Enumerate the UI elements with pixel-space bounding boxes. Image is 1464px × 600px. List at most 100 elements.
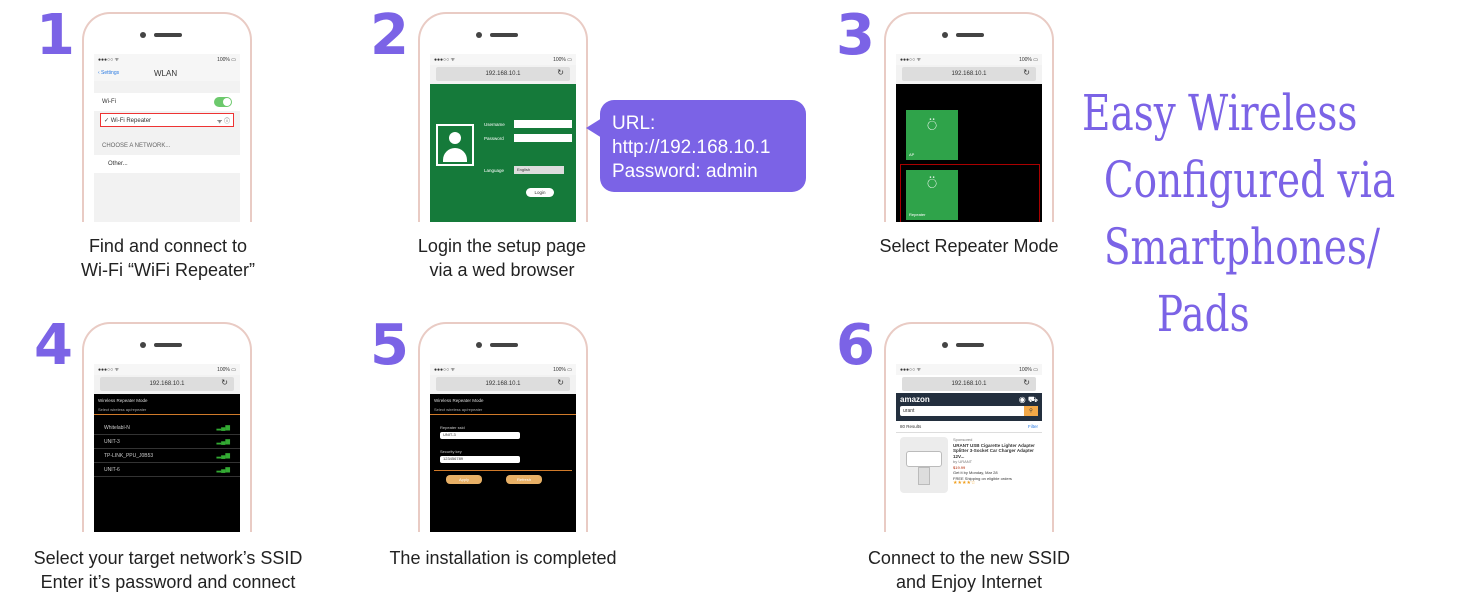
other-network[interactable]: Other... xyxy=(94,155,240,173)
avatar-icon xyxy=(436,124,474,166)
signal-icon: ●●●○○ ᯤ xyxy=(98,56,120,63)
signal-bars-icon: ▂▄▆ xyxy=(216,439,230,445)
reload-icon[interactable]: ↻ xyxy=(1023,378,1030,387)
reload-icon[interactable]: ↻ xyxy=(221,378,228,387)
camera-icon xyxy=(140,342,146,348)
camera-icon xyxy=(476,32,482,38)
address-bar[interactable]: 192.168.10.1↻ xyxy=(436,377,570,391)
step-5-caption: The installation is completed xyxy=(389,548,617,568)
search-icon[interactable]: ⚲ xyxy=(1024,406,1038,416)
amazon-search-input[interactable]: urant⚲ xyxy=(900,406,1038,416)
speaker-icon xyxy=(956,33,984,37)
network-row[interactable]: Whitelabl-N▂▄▆ xyxy=(94,421,240,435)
signal-icon: ●●●○○ ᯤ xyxy=(434,56,456,63)
battery-icon: 100% ▭ xyxy=(217,366,236,373)
camera-icon xyxy=(942,342,948,348)
apply-button[interactable]: Apply xyxy=(446,475,482,484)
refresh-button[interactable]: Refresh xyxy=(506,475,542,484)
security-key-label: Security key xyxy=(440,449,462,454)
product-image xyxy=(900,437,948,493)
wifi-toggle[interactable] xyxy=(214,97,232,107)
language-select[interactable]: English xyxy=(514,166,564,174)
product-price: $19.99 xyxy=(953,464,966,470)
password-label: Password xyxy=(484,136,504,141)
mode-heading: Wireless Repeater Mode xyxy=(434,398,484,403)
speaker-icon xyxy=(154,343,182,347)
step-1-phone: ●●●○○ ᯤ 100% ▭ ‹ Settings WLAN Wi-Fi ✓ Wi… xyxy=(82,12,252,222)
battery-icon: 100% ▭ xyxy=(217,56,236,63)
camera-icon xyxy=(140,32,146,38)
router-icon: ⍥ xyxy=(927,118,937,135)
product-card[interactable]: Sponsored URANT USB Cigarette Lighter Ad… xyxy=(896,433,1042,497)
address-bar[interactable]: 192.168.10.1↻ xyxy=(902,377,1036,391)
username-input[interactable] xyxy=(514,120,572,128)
reload-icon[interactable]: ↻ xyxy=(1023,68,1030,77)
speaker-icon xyxy=(154,33,182,37)
back-link[interactable]: ‹ Settings xyxy=(98,70,120,76)
step-3-number: 3 xyxy=(836,3,875,68)
signal-icon: ●●●○○ ᯤ xyxy=(98,366,120,373)
network-row[interactable]: UNIT-6▂▄▆ xyxy=(94,463,240,477)
reload-icon[interactable]: ↻ xyxy=(557,68,564,77)
signal-bars-icon: ▂▄▆ xyxy=(216,467,230,473)
login-button[interactable]: Login xyxy=(526,188,554,197)
step-5-screen: ●●●○○ ᯤ 100% ▭ 192.168.10.1↻ Wireless Rep… xyxy=(430,364,576,532)
account-cart-icon[interactable]: ◉ ⛟ xyxy=(1018,395,1038,404)
headline: Easy Wireless Configured via Smartphones… xyxy=(1082,84,1396,343)
address-bar[interactable]: 192.168.10.1↻ xyxy=(100,377,234,391)
wlan-title: WLAN xyxy=(154,68,178,78)
results-count: 80 Results xyxy=(900,424,922,429)
step-2-number: 2 xyxy=(370,3,409,68)
battery-icon: 100% ▭ xyxy=(1019,56,1038,63)
mode-heading: Wireless Repeater Mode xyxy=(98,398,148,403)
repeater-mode-outline xyxy=(900,164,1040,222)
battery-icon: 100% ▭ xyxy=(553,366,572,373)
step-5-phone: ●●●○○ ᯤ 100% ▭ 192.168.10.1↻ Wireless Rep… xyxy=(418,322,588,532)
step-3-caption: Select Repeater Mode xyxy=(879,236,1059,256)
network-row[interactable]: TP-LINK_PPU_J0B53▂▄▆ xyxy=(94,449,240,463)
password-input[interactable] xyxy=(514,134,572,142)
speaker-icon xyxy=(490,33,518,37)
wifi-repeater-label: ✓ Wi-Fi Repeater xyxy=(104,117,152,124)
security-key-input[interactable]: 123456789 xyxy=(440,456,520,463)
amazon-logo: amazon xyxy=(900,395,930,404)
step-1-number: 1 xyxy=(36,3,75,68)
language-label: Language xyxy=(484,168,505,173)
step-4-screen: ●●●○○ ᯤ 100% ▭ 192.168.10.1↻ Wireless Rep… xyxy=(94,364,240,532)
repeater-mode-tile[interactable]: ⍥ Repeater xyxy=(906,170,958,220)
filter-link[interactable]: Filter xyxy=(1028,424,1038,429)
step-5-number: 5 xyxy=(370,313,409,378)
mode-subheading: Select wireless ap/repeater xyxy=(94,403,240,415)
signal-icon: ●●●○○ ᯤ xyxy=(900,366,922,373)
network-row[interactable]: UNIT-3▂▄▆ xyxy=(94,435,240,449)
speaker-icon xyxy=(956,343,984,347)
username-label: Username xyxy=(484,122,505,127)
reload-icon[interactable]: ↻ xyxy=(557,378,564,387)
repeater-icon: ⍥ xyxy=(927,176,937,193)
step-6-phone: ●●●○○ ᯤ 100% ▭ 192.168.10.1↻ amazon ◉ ⛟ u… xyxy=(884,322,1054,532)
address-bar[interactable]: 192.168.10.1↻ xyxy=(902,67,1036,81)
battery-icon: 100% ▭ xyxy=(1019,366,1038,373)
step-1-screen: ●●●○○ ᯤ 100% ▭ ‹ Settings WLAN Wi-Fi ✓ Wi… xyxy=(94,54,240,222)
info-icon[interactable]: ᯤ ⓘ xyxy=(216,118,230,125)
product-title[interactable]: URANT USB Cigarette Lighter Adapter Spli… xyxy=(953,442,1035,459)
signal-bars-icon: ▂▄▆ xyxy=(216,453,230,459)
ssid-input[interactable]: UNIT-3 xyxy=(440,432,520,439)
ap-mode-tile[interactable]: ⍥ AP xyxy=(906,110,958,160)
step-4-number: 4 xyxy=(34,313,73,378)
address-bar[interactable]: 192.168.10.1↻ xyxy=(436,67,570,81)
wifi-label: Wi-Fi xyxy=(102,99,116,105)
ssid-label: Repeater ssid xyxy=(440,425,465,430)
wifi-repeater-row[interactable]: ✓ Wi-Fi Repeater ᯤ ⓘ xyxy=(100,113,234,127)
signal-bars-icon: ▂▄▆ xyxy=(216,425,230,431)
signal-icon: ●●●○○ ᯤ xyxy=(434,366,456,373)
camera-icon xyxy=(942,32,948,38)
